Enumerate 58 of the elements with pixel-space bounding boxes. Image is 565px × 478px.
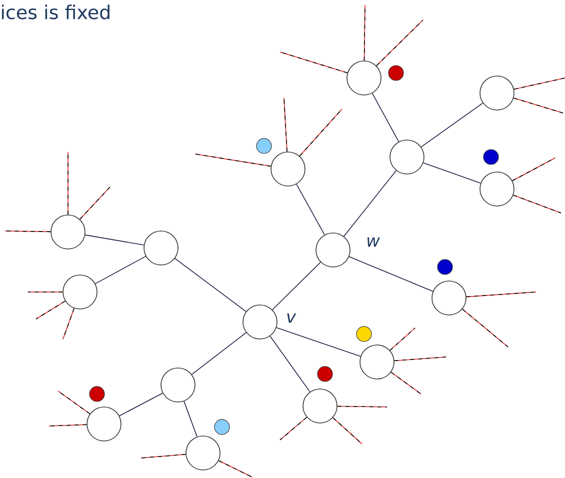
tree-edge (276, 327, 361, 357)
tree-edge (348, 256, 434, 292)
vertex-circle (390, 140, 424, 174)
tree-edge (94, 256, 146, 284)
vertex-circle (144, 230, 178, 266)
dangling-edge (364, 4, 366, 61)
tree-edge (272, 262, 322, 310)
tree-edge (174, 258, 246, 312)
tree-edge (84, 234, 144, 246)
tree-edge (343, 170, 397, 237)
tree-edge (296, 184, 325, 236)
heading-text: ices is fixed (2, 4, 110, 20)
dangling-edge (284, 98, 288, 152)
vertex-circle (302, 388, 338, 424)
vertex-circle (50, 214, 86, 250)
dangling-edge (280, 52, 348, 74)
dangling-edge (394, 356, 446, 362)
dangling-edge (194, 154, 272, 167)
dangling-edge (512, 194, 562, 214)
vertex-circle (346, 60, 382, 96)
vertex-circle (160, 368, 196, 402)
vertex-circle (186, 436, 220, 470)
dangling-edge (337, 406, 388, 408)
vertex-circle (480, 172, 514, 206)
dangling-edge (48, 424, 88, 426)
dangling-edge (514, 78, 565, 90)
dangling-edge (466, 292, 536, 298)
dangling-edge (332, 417, 362, 444)
dangling-edge (4, 230, 51, 232)
dangling-edge (390, 328, 416, 351)
tree-edge (423, 162, 481, 184)
vertex-circle (316, 232, 350, 268)
tree-edge (184, 400, 198, 438)
tree-edge (119, 392, 164, 416)
dangling-edge (62, 308, 74, 340)
tree-edge (372, 92, 400, 142)
tree-edge (420, 102, 484, 148)
vertex-circle (432, 280, 466, 316)
vertex-label: v (287, 313, 296, 323)
vertex-circle (270, 152, 306, 186)
dangling-edge (513, 98, 564, 114)
vertex-label: w (368, 237, 380, 247)
vertex-circle (62, 274, 98, 310)
dangling-edge (218, 460, 252, 478)
dangling-edge (79, 186, 110, 220)
dangling-edge (462, 308, 508, 348)
dangling-edge (36, 300, 66, 320)
vertex-circle (242, 304, 278, 340)
dangling-edge (280, 416, 308, 440)
dangling-edge (140, 454, 186, 458)
dangling-edge (299, 108, 342, 156)
vertex-circle (480, 76, 514, 110)
tree-edge (270, 336, 310, 392)
vertex-circle (360, 344, 394, 380)
vertex-circle (86, 406, 122, 442)
tree-edge (191, 332, 247, 375)
dangling-edge (390, 372, 422, 394)
dangling-edge (512, 158, 556, 182)
